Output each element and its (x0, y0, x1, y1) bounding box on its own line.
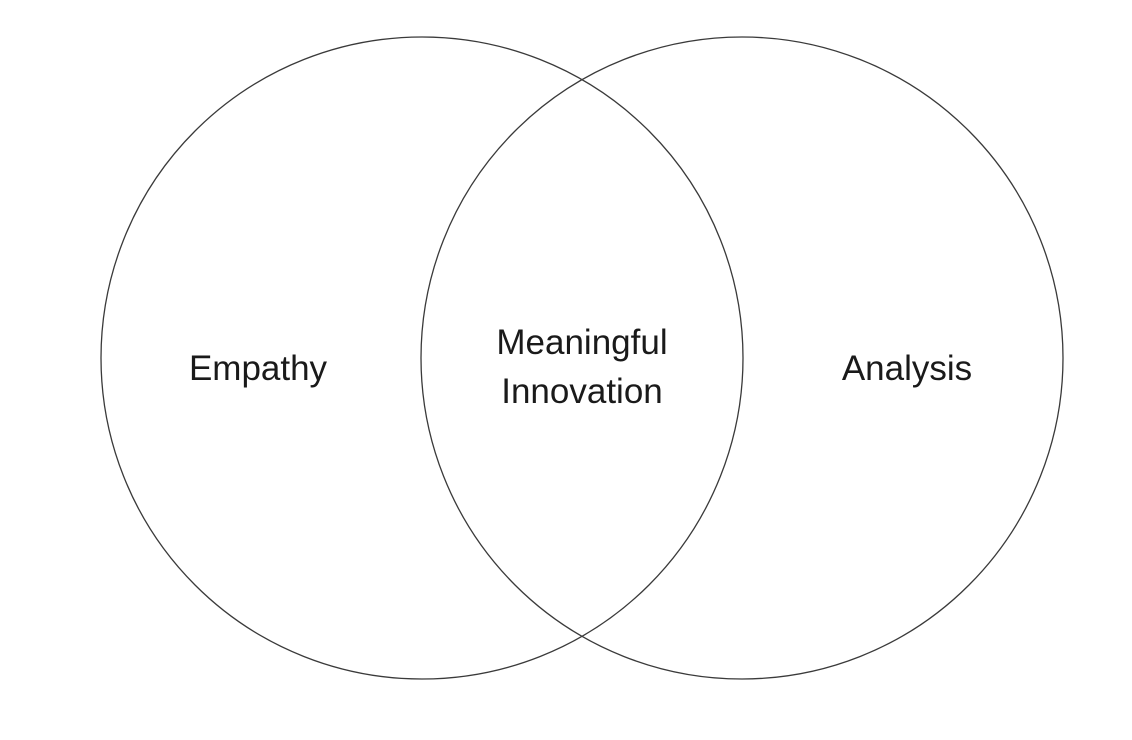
empathy-circle (100, 36, 744, 680)
empathy-label: Empathy (189, 349, 328, 388)
intersection-label-line-2: Innovation (501, 372, 663, 411)
analysis-label: Analysis (842, 349, 972, 388)
intersection-label-line-1: Meaningful (496, 323, 667, 362)
analysis-circle (420, 36, 1064, 680)
